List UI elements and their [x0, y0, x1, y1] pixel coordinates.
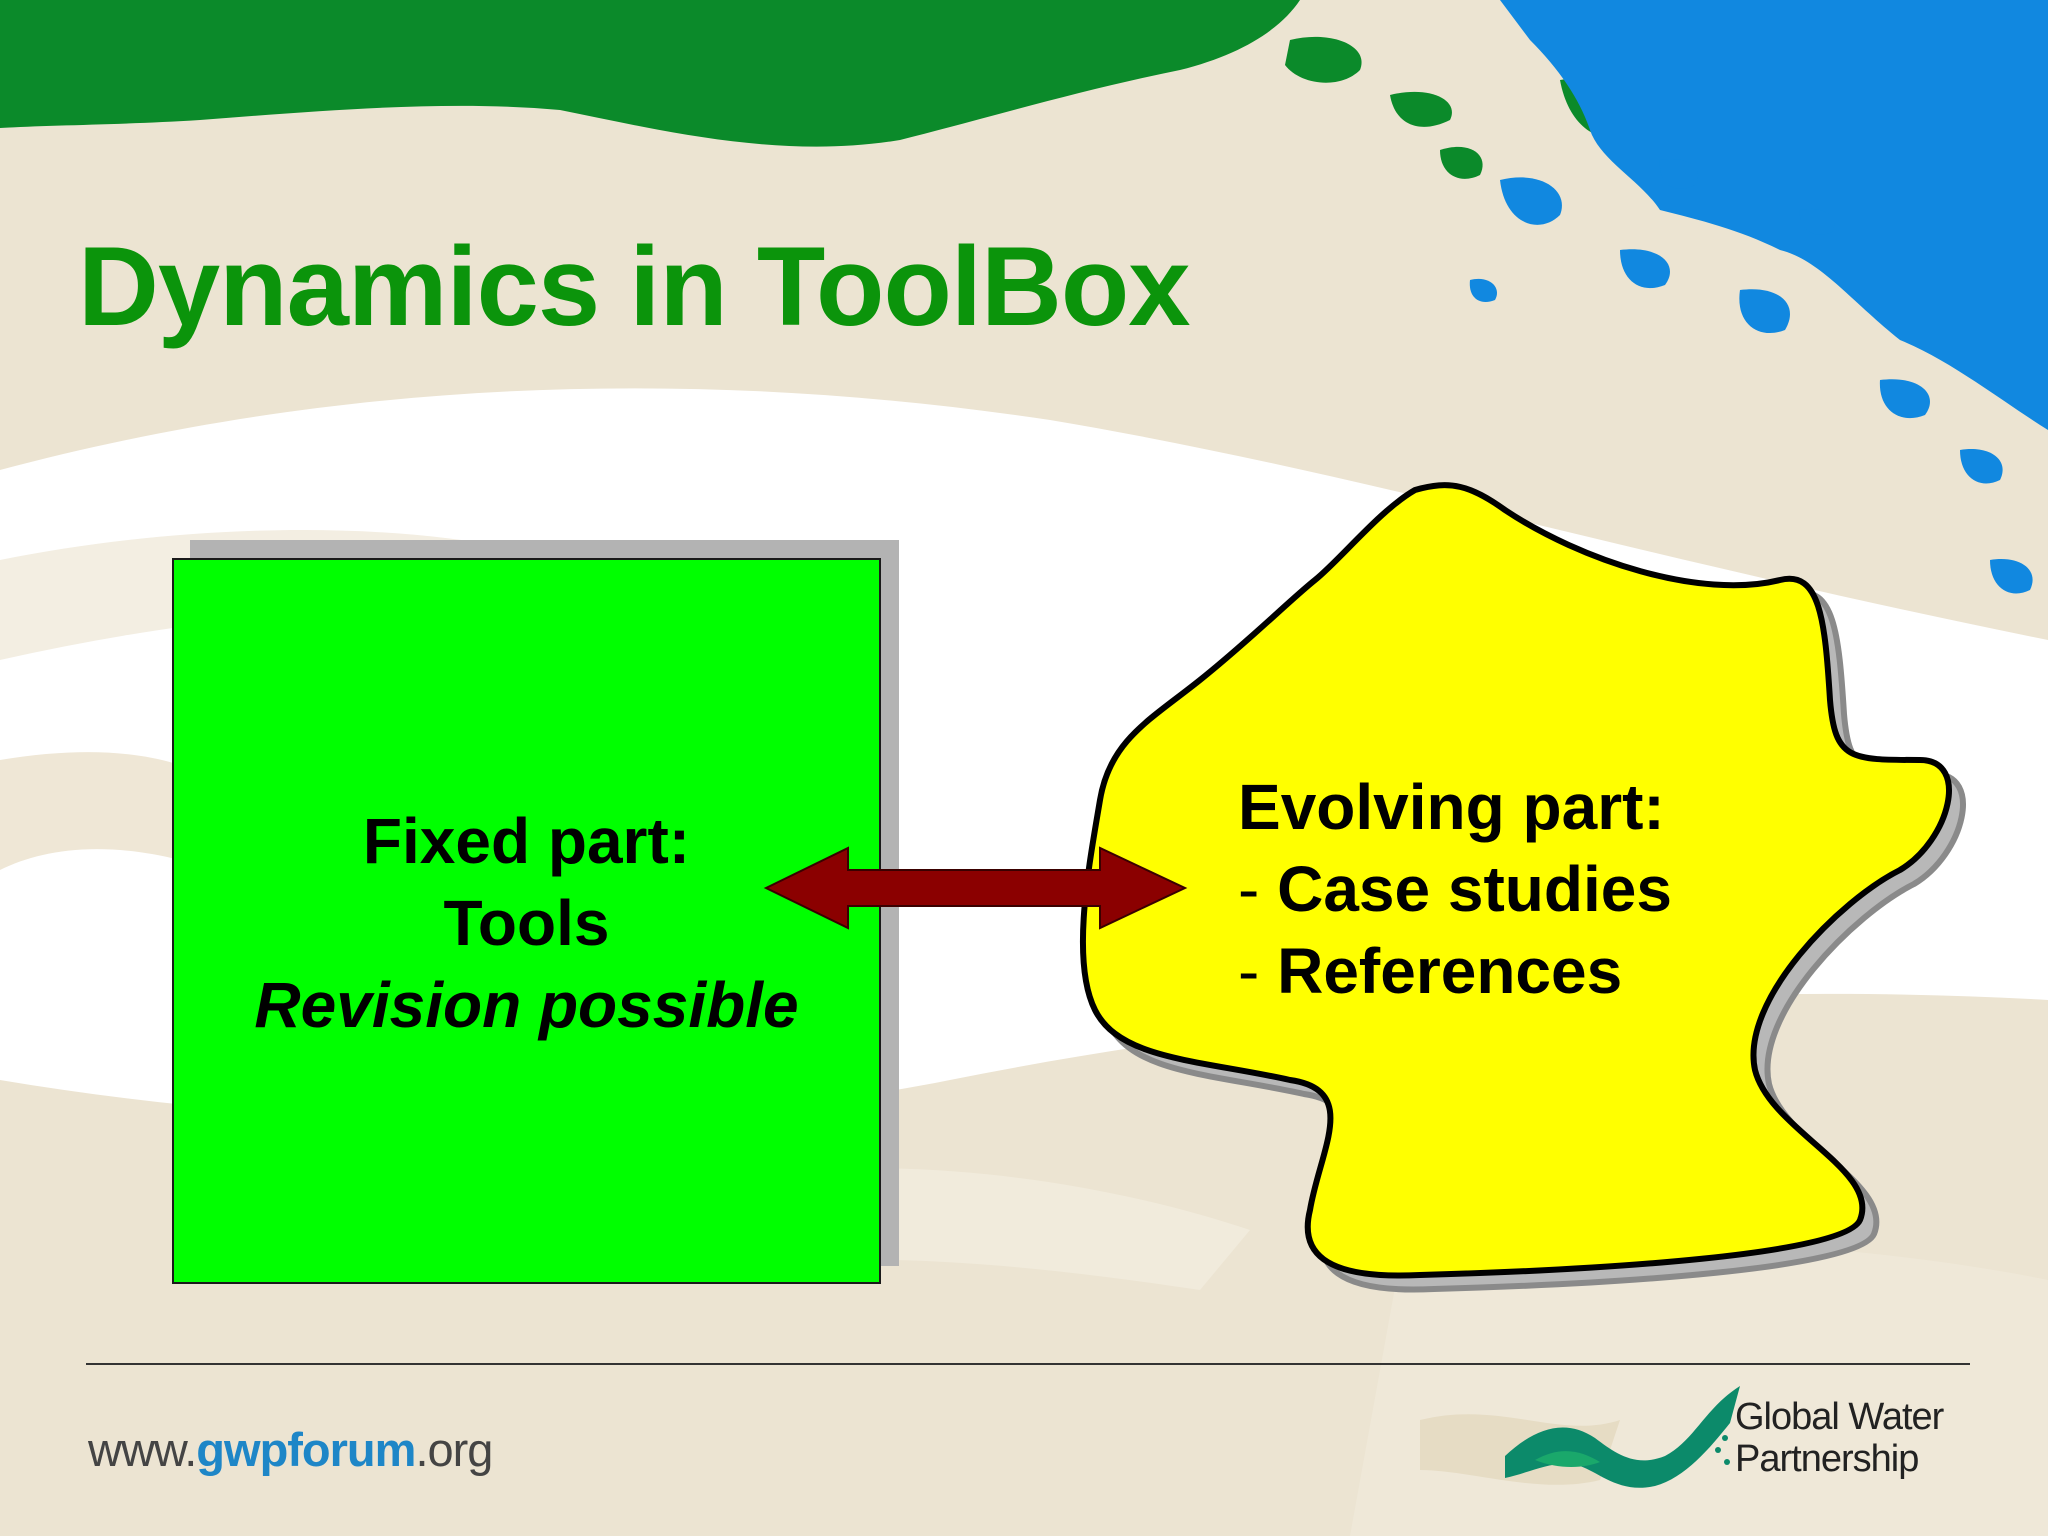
fixed-part-tools: Tools [443, 887, 610, 959]
double-arrow [763, 846, 1188, 930]
logo-line-2: Partnership [1735, 1438, 1919, 1480]
slide-title: Dynamics in ToolBox [78, 224, 1191, 349]
footer-url: www.gwpforum.org [88, 1422, 493, 1477]
url-prefix: www. [88, 1423, 197, 1476]
logo-line-1: Global Water [1735, 1396, 1944, 1438]
evolving-part-heading: Evolving part: [1238, 771, 1665, 843]
evolving-part-blob [1079, 482, 1952, 1279]
gwp-logo-text: Global Water Partnership [1735, 1396, 1944, 1480]
evolving-item-case-studies: - Case studies [1238, 848, 1672, 930]
evolving-part-text: Evolving part: - Case studies - Referenc… [1238, 766, 1672, 1012]
list-item-label: Case studies [1277, 853, 1672, 925]
evolving-item-references: - References [1238, 930, 1672, 1012]
list-item-label: References [1277, 935, 1623, 1007]
list-dash: - [1238, 853, 1260, 925]
list-dash: - [1238, 935, 1260, 1007]
fixed-part-box [172, 558, 881, 1284]
url-suffix: .org [415, 1423, 493, 1476]
footer-divider [86, 1363, 1970, 1365]
fixed-part-text: Fixed part: Tools Revision possible [172, 800, 881, 1046]
gwp-logo-icon [1505, 1386, 1740, 1488]
url-accent: gwpforum [196, 1423, 416, 1476]
fixed-part-revision: Revision possible [254, 969, 799, 1041]
fixed-part-heading: Fixed part: [362, 805, 691, 877]
